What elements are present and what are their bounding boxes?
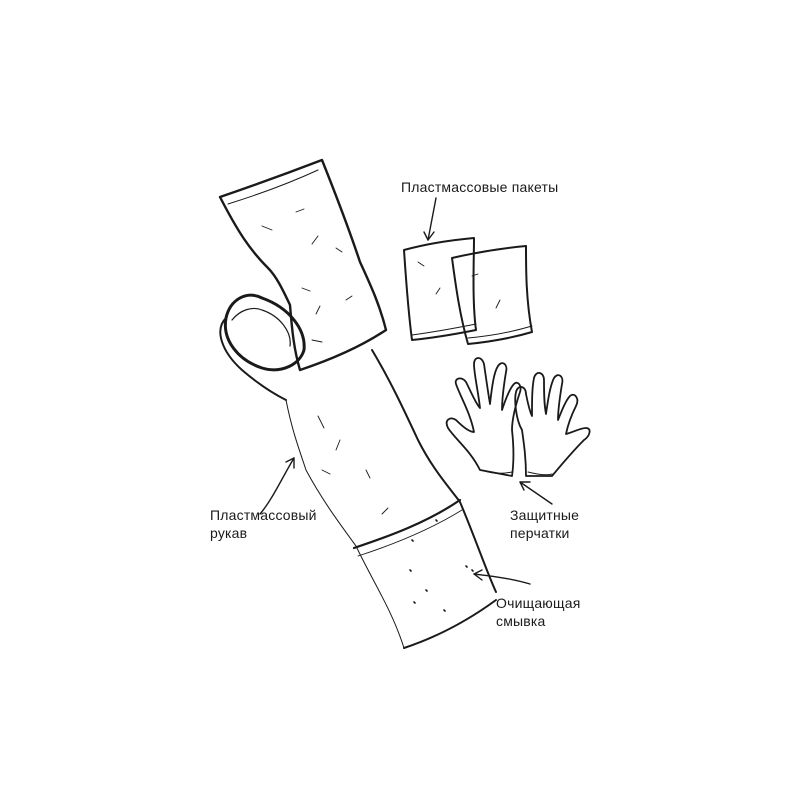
arrow-sleeve [259, 457, 295, 515]
label-protective-gloves-line1: Защитные [510, 507, 580, 523]
label-cleansing-wash-line2: смывка [496, 613, 546, 629]
label-protective-gloves: Защитные перчатки [510, 506, 579, 542]
label-protective-gloves-line2: перчатки [510, 525, 570, 541]
arrow-wash [473, 573, 531, 585]
label-plastic-bags-line1: Пластмассовые пакеты [401, 179, 559, 195]
arrow-bags [427, 197, 437, 241]
label-cleansing-wash-line1: Очищающая [496, 595, 581, 611]
label-plastic-sleeve: Пластмассовый рукав [210, 506, 317, 542]
plastic-sleeve-icon [218, 158, 497, 649]
arrow-sleeve-head [285, 457, 295, 469]
label-plastic-sleeve-line1: Пластмассовый [210, 507, 317, 523]
arrow-gloves-head [519, 481, 531, 491]
pointer-arrows [259, 197, 553, 585]
arrow-wash-head [473, 569, 483, 581]
label-plastic-sleeve-line2: рукав [210, 525, 248, 541]
plastic-bag-icon [403, 237, 533, 345]
arrow-bags-head [423, 231, 435, 241]
label-plastic-bags: Пластмассовые пакеты [401, 178, 558, 196]
arrow-gloves [519, 481, 553, 505]
label-cleansing-wash: Очищающая смывка [496, 594, 581, 630]
glove-icon [445, 357, 591, 477]
